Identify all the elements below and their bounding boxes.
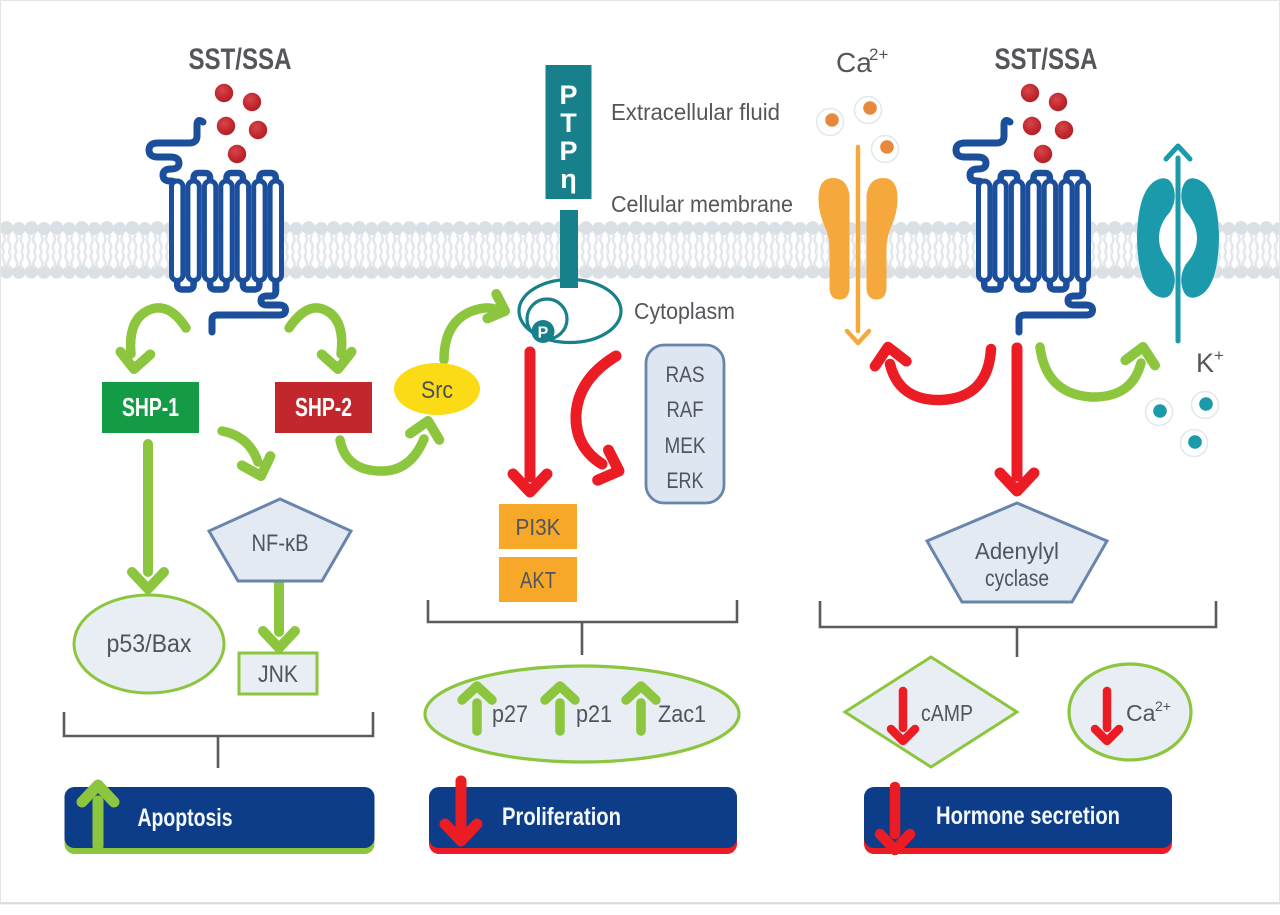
svg-text:η: η xyxy=(560,164,577,194)
svg-text:NF-κB: NF-κB xyxy=(252,530,309,557)
svg-text:Cytoplasm: Cytoplasm xyxy=(634,298,735,324)
svg-text:RAS: RAS xyxy=(666,362,705,387)
svg-text:Src: Src xyxy=(421,377,453,404)
svg-text:PI3K: PI3K xyxy=(516,514,562,540)
svg-text:Ca: Ca xyxy=(1126,700,1156,726)
svg-text:P: P xyxy=(538,325,549,342)
svg-text:Apoptosis: Apoptosis xyxy=(138,804,233,832)
svg-text:SST/SSA: SST/SSA xyxy=(189,43,292,76)
svg-text:Proliferation: Proliferation xyxy=(502,803,621,831)
svg-text:Adenylyl: Adenylyl xyxy=(975,538,1059,564)
svg-text:RAF: RAF xyxy=(667,397,704,422)
svg-text:SHP-2: SHP-2 xyxy=(295,392,352,422)
svg-text:cAMP: cAMP xyxy=(921,700,973,726)
svg-text:p53/Bax: p53/Bax xyxy=(107,630,192,658)
svg-text:ERK: ERK xyxy=(667,468,704,493)
svg-text:P: P xyxy=(559,136,577,166)
svg-text:K: K xyxy=(1196,348,1214,378)
svg-text:2+: 2+ xyxy=(869,45,888,64)
svg-text:AKT: AKT xyxy=(520,567,556,593)
svg-text:SHP-1: SHP-1 xyxy=(122,392,179,422)
svg-text:Zac1: Zac1 xyxy=(658,701,706,728)
svg-text:JNK: JNK xyxy=(258,661,298,688)
svg-text:p21: p21 xyxy=(576,701,612,728)
svg-text:Hormone secretion: Hormone secretion xyxy=(936,802,1120,830)
svg-text:MEK: MEK xyxy=(665,433,706,458)
svg-text:Ca: Ca xyxy=(836,47,872,78)
svg-text:cyclase: cyclase xyxy=(985,565,1049,591)
svg-text:T: T xyxy=(560,108,577,138)
svg-text:SST/SSA: SST/SSA xyxy=(995,43,1098,76)
svg-text:P: P xyxy=(559,80,577,110)
svg-text:Cellular membrane: Cellular membrane xyxy=(611,191,793,217)
svg-text:+: + xyxy=(1214,346,1224,365)
svg-text:2+: 2+ xyxy=(1155,698,1171,714)
svg-text:Extracellular fluid: Extracellular fluid xyxy=(611,99,780,125)
svg-text:p27: p27 xyxy=(492,701,528,728)
